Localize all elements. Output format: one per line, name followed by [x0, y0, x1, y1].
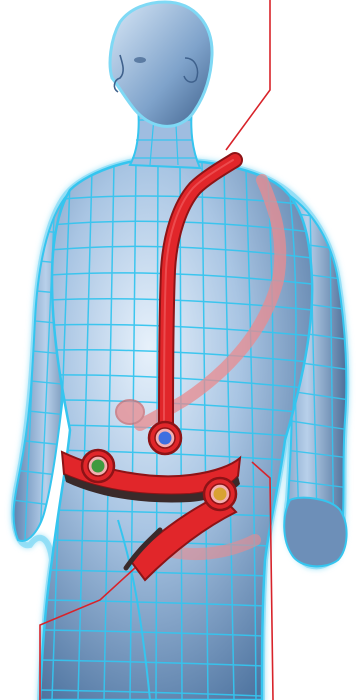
- thigh-sensor: [204, 478, 236, 510]
- fist: [284, 498, 346, 567]
- eye: [134, 57, 146, 63]
- chest-strap-sensor: [149, 422, 181, 454]
- hip-left-sensor: [82, 450, 114, 482]
